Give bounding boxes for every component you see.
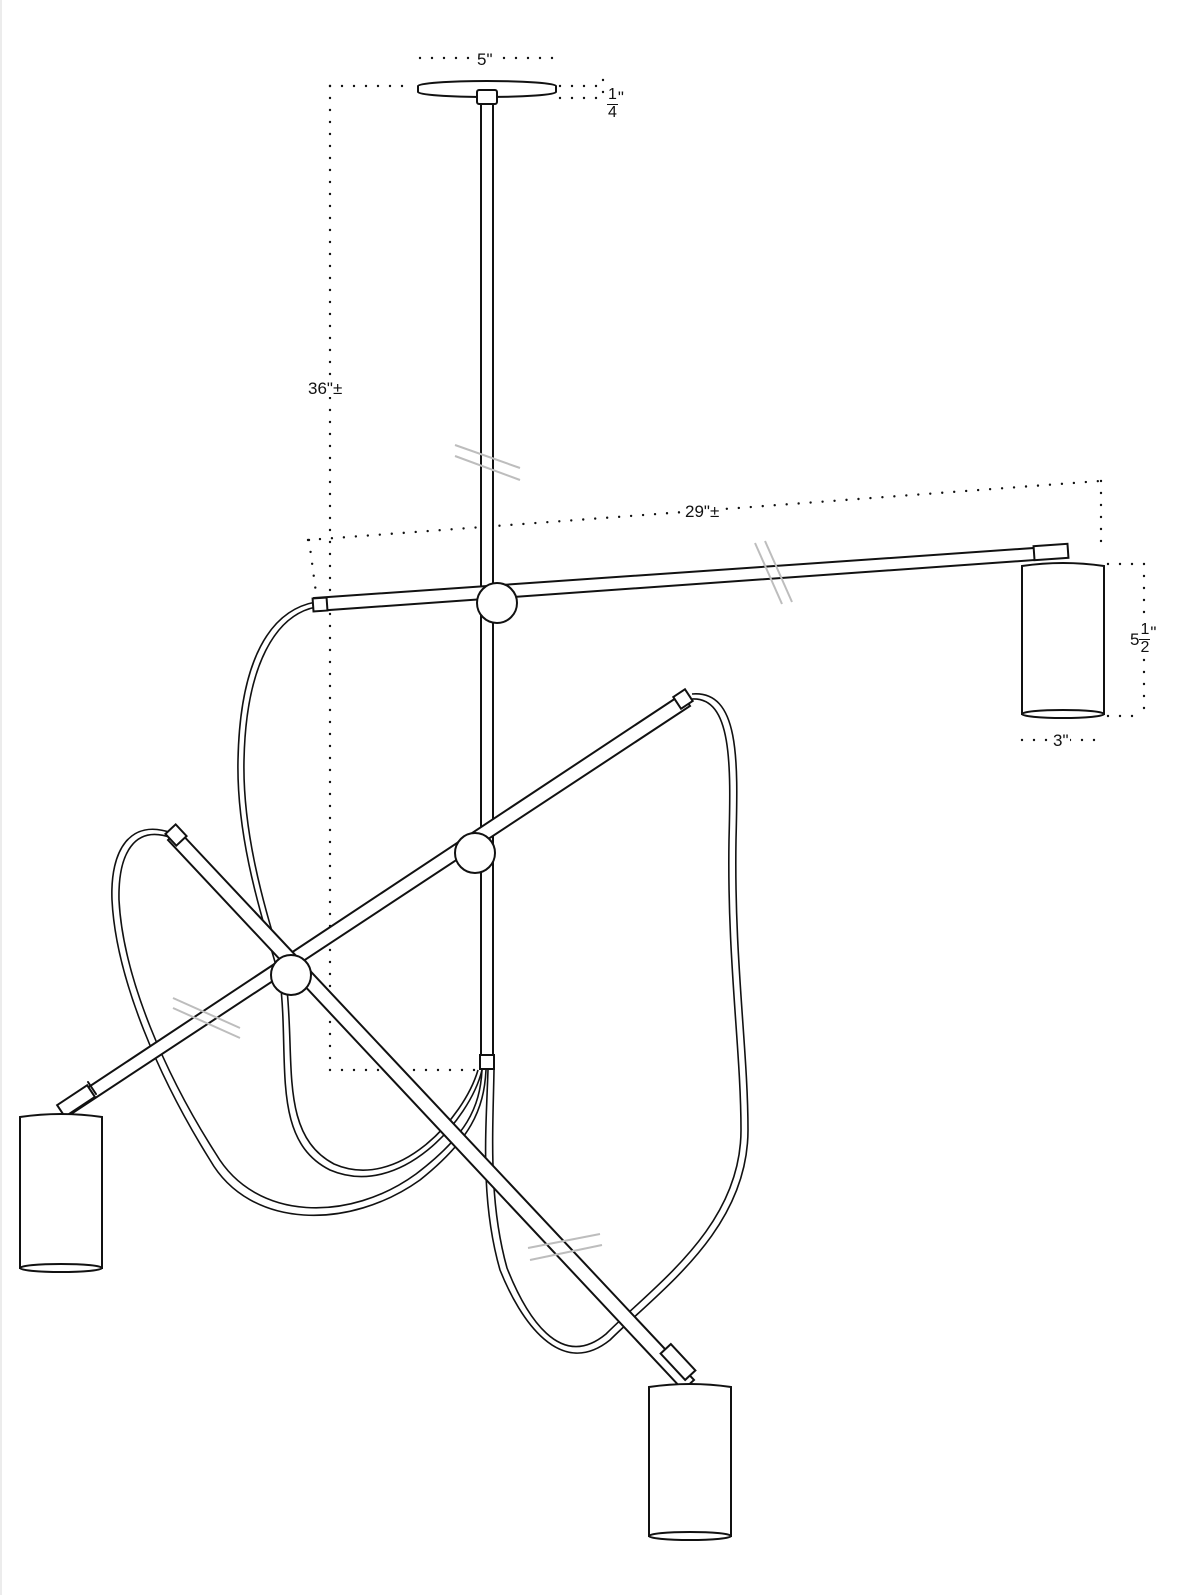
canopy-height-denominator: 4 — [608, 103, 617, 121]
page-edge — [0, 0, 2, 1595]
canopy-height-unit: " — [617, 88, 624, 107]
shade-bottom — [648, 1383, 732, 1541]
upper-arm — [311, 542, 1070, 613]
shade-left — [19, 1113, 103, 1273]
ball-joints — [270, 582, 518, 996]
shade-height-whole: 5 — [1130, 629, 1140, 649]
arm-span-label: 29"± — [684, 502, 721, 521]
shade-right — [1021, 562, 1105, 719]
overall-drop-label: 36"± — [307, 379, 344, 398]
middle-arm — [55, 687, 695, 1119]
lower-arm — [164, 822, 697, 1392]
shade-height-label: 5 1 2 " — [1130, 621, 1157, 657]
shade-height-denominator: 2 — [1140, 638, 1150, 656]
ceiling-canopy — [417, 80, 557, 105]
shade-height-unit: " — [1150, 623, 1157, 642]
dimension-lines — [306, 56, 1146, 1072]
shade-height-numerator: 1 — [1139, 621, 1151, 640]
shade-diameter-label: 3" — [1052, 731, 1070, 750]
break-marks — [172, 444, 793, 1261]
down-rod — [479, 103, 495, 1070]
canopy-height-label: 1 4 " — [607, 86, 624, 122]
canopy-width-label: 5" — [476, 50, 494, 69]
canopy-height-numerator: 1 — [607, 86, 618, 105]
